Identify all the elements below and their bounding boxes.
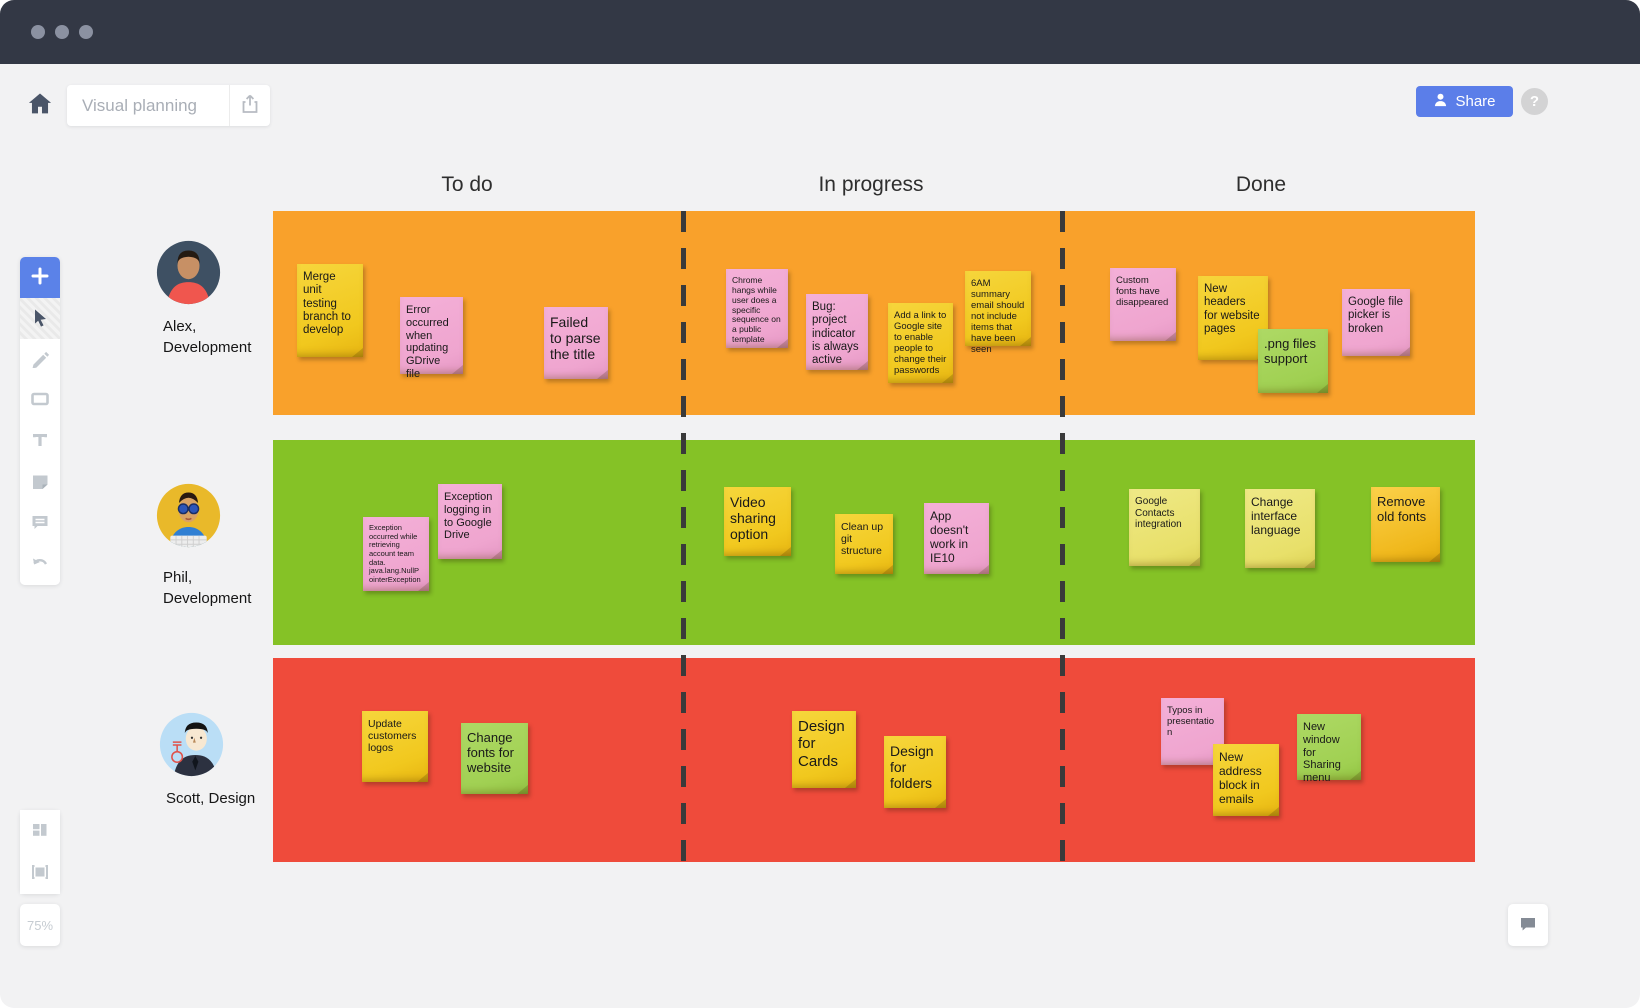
- zoom-level-indicator[interactable]: 75%: [20, 904, 60, 946]
- rectangle-icon: [30, 389, 50, 412]
- minimap-button[interactable]: [20, 810, 60, 852]
- column-header-todo[interactable]: To do: [441, 173, 493, 196]
- avatar-phil[interactable]: [155, 482, 222, 549]
- comments-button[interactable]: [1508, 904, 1548, 946]
- window-dot: [31, 25, 45, 39]
- avatar-alex[interactable]: [155, 239, 222, 306]
- cursor-icon: [30, 307, 50, 330]
- help-button[interactable]: ?: [1521, 88, 1548, 115]
- column-header-done[interactable]: Done: [1235, 173, 1287, 196]
- window-titlebar: [0, 0, 1640, 64]
- comment-icon: [30, 512, 50, 535]
- home-icon: [26, 93, 54, 121]
- window-dot: [55, 25, 69, 39]
- column-header-in-progress[interactable]: In progress: [818, 173, 924, 196]
- sticky-note[interactable]: Design for folders: [884, 736, 946, 808]
- sticky-note[interactable]: Custom fonts have disappeared: [1110, 268, 1176, 341]
- sticky-note[interactable]: Error occurred when updating GDrive file: [400, 297, 463, 380]
- sticky-note[interactable]: Bug: project indicator is always active: [806, 294, 868, 370]
- sticky-note[interactable]: Remove old fonts: [1371, 487, 1440, 562]
- comment-tool-button[interactable]: [20, 503, 60, 544]
- column-divider-line: [681, 211, 686, 862]
- select-tool-button[interactable]: [20, 298, 60, 339]
- avatar-scott[interactable]: [158, 711, 225, 778]
- undo-icon: [30, 553, 50, 576]
- view-controls-panel: [20, 810, 60, 894]
- home-button[interactable]: [26, 89, 54, 121]
- sticky-note[interactable]: Change interface language: [1245, 489, 1315, 568]
- sticky-note[interactable]: Google Contacts integration: [1129, 489, 1200, 566]
- column-divider-line: [1060, 211, 1065, 862]
- window-dot: [79, 25, 93, 39]
- swimlane-scott[interactable]: [273, 658, 1475, 862]
- sticky-note[interactable]: Exception logging in to Google Drive: [438, 484, 502, 559]
- sticky-note[interactable]: Design for Cards: [792, 711, 856, 788]
- export-icon: [241, 94, 259, 117]
- sticky-note[interactable]: Chrome hangs while user does a specific …: [726, 269, 788, 348]
- add-tool-button[interactable]: [20, 257, 60, 298]
- member-label-alex[interactable]: Alex, Development: [163, 318, 252, 356]
- sticky-note[interactable]: .png files support: [1258, 329, 1328, 393]
- sticky-note-icon: [30, 471, 50, 494]
- sticky-note[interactable]: Exception occurred while retrieving acco…: [363, 517, 429, 591]
- fit-to-screen-button[interactable]: [20, 852, 60, 894]
- board-title[interactable]: Visual planning: [67, 85, 230, 126]
- frame-icon: [29, 863, 51, 884]
- sticky-note[interactable]: App doesn't work in IE10: [924, 503, 989, 574]
- member-label-scott[interactable]: Scott, Design: [166, 790, 256, 807]
- sticky-note[interactable]: Update customers logos: [362, 711, 428, 782]
- sticky-note[interactable]: Clean up git structure: [835, 514, 893, 574]
- chat-bubble-icon: [1518, 914, 1538, 937]
- sticky-note[interactable]: Change fonts for website: [461, 723, 528, 794]
- shape-tool-button[interactable]: [20, 380, 60, 421]
- text-tool-button[interactable]: [20, 421, 60, 462]
- sticky-note[interactable]: New address block in emails: [1213, 744, 1279, 816]
- sticky-note[interactable]: 6AM summary email should not include ite…: [965, 271, 1031, 355]
- sticky-note[interactable]: Merge unit testing branch to develop: [297, 264, 363, 357]
- sticky-note[interactable]: New window for Sharing menu: [1297, 714, 1361, 784]
- pen-tool-button[interactable]: [20, 339, 60, 380]
- board-title-group: Visual planning: [67, 85, 270, 126]
- sticky-note[interactable]: Failed to parse the title: [544, 307, 608, 379]
- export-button[interactable]: [230, 85, 270, 126]
- member-label-phil[interactable]: Phil, Development: [163, 569, 252, 607]
- sticky-note[interactable]: Google file picker is broken: [1342, 289, 1410, 356]
- tool-palette: [20, 257, 60, 585]
- share-button[interactable]: Share: [1416, 86, 1513, 117]
- sticky-note-tool-button[interactable]: [20, 462, 60, 503]
- share-label: Share: [1455, 93, 1496, 110]
- plus-icon: [30, 266, 50, 289]
- text-icon: [30, 430, 50, 453]
- undo-tool-button[interactable]: [20, 544, 60, 585]
- pencil-icon: [30, 348, 50, 371]
- minimap-icon: [30, 820, 50, 843]
- share-person-icon: [1433, 92, 1448, 111]
- sticky-note[interactable]: Add a link to Google site to enable peop…: [888, 303, 953, 383]
- sticky-note[interactable]: Video sharing option: [724, 487, 791, 556]
